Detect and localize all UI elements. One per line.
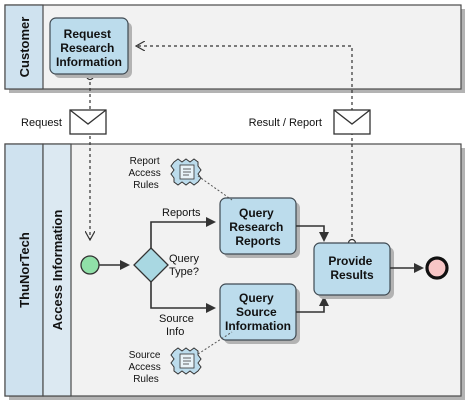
svg-text:Source Access Rules: Source Access Rules [128,350,163,385]
report-access-rules-icon [170,158,202,186]
reports-flow-label: Reports [162,207,201,219]
query-reports-line3: Reports [235,234,281,248]
thunortech-pool-label: ThuNorTech [17,232,32,308]
start-event[interactable] [80,255,100,275]
report-rules-line1: Report [130,156,160,167]
query-reports-line2: Research [229,220,283,234]
query-source-line2: Source [236,305,277,319]
gateway-label-line2: Type? [169,266,199,278]
end-event[interactable] [425,256,449,280]
request-message-label: Request [21,117,62,129]
provide-results-line2: Results [330,268,374,282]
request-task-line2: Research [60,41,114,55]
svg-text:Report Access Rules: Report Access Rules [128,156,163,191]
source-to-provide-flow [296,296,329,313]
query-reports-line1: Query [239,206,274,220]
provide-results-task[interactable]: Provide Results [313,242,394,299]
source-flow-label-line2: Info [166,326,184,338]
source-access-rules-icon [170,347,202,375]
gateway-to-source-flow [150,282,216,313]
customer-pool-label: Customer [17,17,32,78]
source-rules-line3: Rules [133,374,159,385]
query-source-line1: Query [239,291,274,305]
request-task-line3: Information [56,55,122,69]
request-research-information-task[interactable]: Request Research Information [49,17,132,78]
svg-text:Query Source Infor: Query Source Information [225,291,291,333]
gateway-to-reports-flow [150,217,216,248]
source-rules-line1: Source [129,350,161,361]
result-envelope-icon [333,109,371,135]
gateway-label-line1: Query [169,253,199,265]
source-rules-association [197,331,233,355]
query-source-information-task[interactable]: Query Source Information [219,283,300,344]
access-information-lane-label: Access Information [50,210,65,331]
report-rules-association [197,175,233,201]
reports-to-provide-flow [296,225,329,242]
source-rules-line2: Access [128,362,160,373]
result-message-label: Result / Report [249,117,322,129]
query-source-line3: Information [225,319,291,333]
svg-text:Request Research I: Request Research Information [56,27,122,69]
report-rules-line3: Rules [133,180,159,191]
query-research-reports-task[interactable]: Query Research Reports [219,197,300,258]
request-task-line1: Request [64,27,111,41]
thunortech-pool: ThuNorTech Access Information [4,143,465,400]
source-flow-label-line1: Source [159,313,194,325]
svg-text:Provide Results: Provide Results [328,254,375,282]
svg-text:Source Info: Source Info [159,313,197,338]
report-rules-line2: Access [128,168,160,179]
svg-text:Query Research Rep: Query Research Reports [229,206,286,248]
request-envelope-icon [69,109,107,135]
provide-results-line1: Provide [328,254,372,268]
svg-text:Query Type?: Query Type? [169,253,202,278]
